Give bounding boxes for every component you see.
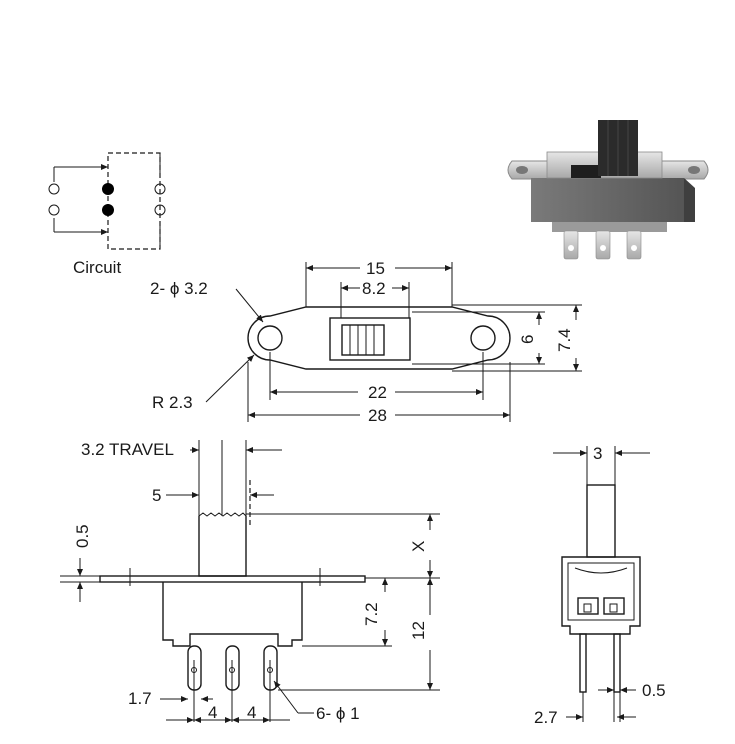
dim-7-2-label: 7.2 bbox=[362, 602, 381, 626]
mounting-hole bbox=[470, 325, 496, 351]
circuit-common-contact bbox=[102, 204, 114, 216]
side-view: 3 0.5 2.7 bbox=[534, 444, 666, 727]
dim-1-7-label: 1.7 bbox=[128, 689, 152, 708]
side-actuator bbox=[586, 484, 616, 558]
dim-22-label: 22 bbox=[368, 383, 387, 402]
slide-actuator bbox=[341, 324, 385, 356]
dim-5-label: 5 bbox=[152, 486, 161, 505]
circuit-contact bbox=[154, 204, 166, 216]
circuit-contact bbox=[154, 183, 166, 195]
travel-label: 3.2 TRAVEL bbox=[81, 440, 174, 459]
dim-8-2-label: 8.2 bbox=[362, 279, 386, 298]
side-pin bbox=[579, 633, 587, 693]
top-view: 15 8.2 2- ϕ 3.2 6 7.4 R 2.3 22 bbox=[150, 259, 582, 425]
dim-7-4-label: 7.4 bbox=[555, 328, 574, 352]
radius-label: R 2.3 bbox=[152, 393, 193, 412]
front-body bbox=[162, 582, 303, 647]
front-plate bbox=[99, 575, 366, 583]
dim-6-label: 6 bbox=[518, 335, 537, 344]
side-dim-2-7-label: 2.7 bbox=[534, 708, 558, 727]
dim-28-label: 28 bbox=[368, 406, 387, 425]
front-view: 3.2 TRAVEL 5 0.5 X bbox=[60, 440, 440, 723]
side-contact bbox=[603, 597, 625, 615]
circuit-diagram: Circuit bbox=[48, 152, 166, 277]
mounting-hole bbox=[257, 325, 283, 351]
circuit-common-contact bbox=[102, 183, 114, 195]
pitch-a-label: 4 bbox=[208, 703, 217, 722]
slide-window bbox=[329, 317, 411, 361]
side-pin bbox=[613, 633, 621, 693]
dim-15-label: 15 bbox=[366, 259, 385, 278]
dim-0-5-label: 0.5 bbox=[73, 524, 92, 548]
circuit-contact bbox=[48, 183, 60, 195]
circuit-contact bbox=[48, 204, 60, 216]
mounting-plate-outline bbox=[247, 306, 511, 370]
front-actuator bbox=[198, 516, 247, 577]
side-dim-3-label: 3 bbox=[593, 444, 602, 463]
side-dim-0-5-label: 0.5 bbox=[642, 681, 666, 700]
pins-label: 6- ϕ 1 bbox=[316, 704, 360, 723]
pitch-b-label: 4 bbox=[247, 703, 256, 722]
circuit-slider-outline bbox=[107, 152, 161, 250]
holes-label: 2- ϕ 3.2 bbox=[150, 279, 208, 298]
side-body bbox=[561, 556, 641, 635]
side-contact bbox=[577, 597, 599, 615]
dim-x-label: X bbox=[409, 541, 428, 552]
product-photo bbox=[507, 120, 709, 260]
dim-12-label: 12 bbox=[409, 621, 428, 640]
circuit-label: Circuit bbox=[73, 258, 121, 277]
